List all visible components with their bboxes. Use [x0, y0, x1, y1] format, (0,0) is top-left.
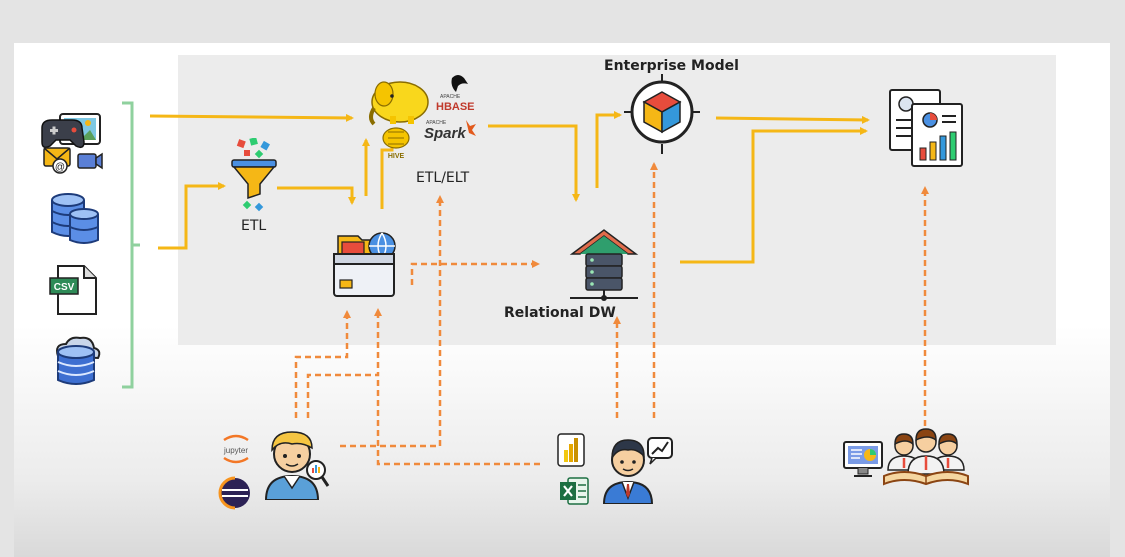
spark-logo-icon: APACHE Spark: [424, 120, 476, 142]
hive-label: HIVE: [388, 153, 405, 160]
dash-scientist-to-lake-b: [306, 308, 382, 418]
spark-label: Spark: [424, 125, 466, 142]
jupyter-icon: jupyter: [216, 434, 256, 469]
spark-small-label: APACHE: [426, 120, 447, 126]
dashboard-monitor-icon: [842, 440, 884, 483]
relational-dw-label: Relational DW: [504, 305, 616, 321]
sources-bracket: [122, 101, 140, 389]
dash-scientist-to-lake-a: [294, 310, 351, 418]
flow-etl-to-lake-a: [277, 186, 356, 205]
eclipse-icon: [218, 476, 252, 515]
database-icon: [48, 192, 102, 251]
big-data-stack-icon: APACHE HBASE APACHE Spark HIVE: [366, 72, 490, 167]
excel-icon: [558, 476, 590, 511]
hive-logo-icon: HIVE: [382, 127, 410, 160]
dash-scientist-to-bigdata: [340, 195, 444, 448]
hbase-logo-icon: APACHE HBASE: [436, 75, 475, 113]
flow-sources-to-etl: [158, 182, 226, 250]
enterprise-model-cube-icon: [622, 72, 702, 161]
data-lake-icon: [332, 230, 398, 305]
jupyter-label: jupyter: [223, 446, 248, 455]
cloud-database-icon: [50, 334, 104, 393]
csv-label: CSV: [54, 282, 75, 293]
flow-dw-to-reports: [680, 127, 868, 264]
data-scientist-icon: [258, 426, 334, 505]
business-users-icon: [882, 424, 970, 495]
flow-dw-to-model: [595, 111, 622, 188]
hbase-small-label: APACHE: [440, 94, 461, 100]
reports-icon: [886, 86, 966, 175]
dash-lake-to-dw: [410, 260, 540, 285]
flow-bigdata-to-dw: [488, 124, 580, 202]
dashed-flows: [294, 162, 929, 466]
etl-elt-label: ETL/ELT: [416, 170, 470, 186]
hbase-label: HBASE: [436, 101, 475, 113]
etl-label: ETL: [241, 218, 267, 234]
power-bi-icon: [556, 432, 586, 473]
flow-sources-to-bigdata: [149, 113, 354, 122]
etl-funnel-icon: [226, 137, 282, 219]
enterprise-model-label: Enterprise Model: [604, 58, 739, 74]
svg-text:@: @: [55, 162, 65, 173]
flow-model-to-reports: [715, 115, 870, 124]
hadoop-elephant-icon: [369, 81, 429, 126]
media-sources-icon: @: [38, 110, 104, 179]
csv-file-icon: CSV: [48, 264, 98, 321]
business-analyst-icon: [598, 432, 676, 509]
dash-scientist-to-lake-c: [376, 380, 540, 466]
relational-dw-icon: [566, 226, 642, 311]
